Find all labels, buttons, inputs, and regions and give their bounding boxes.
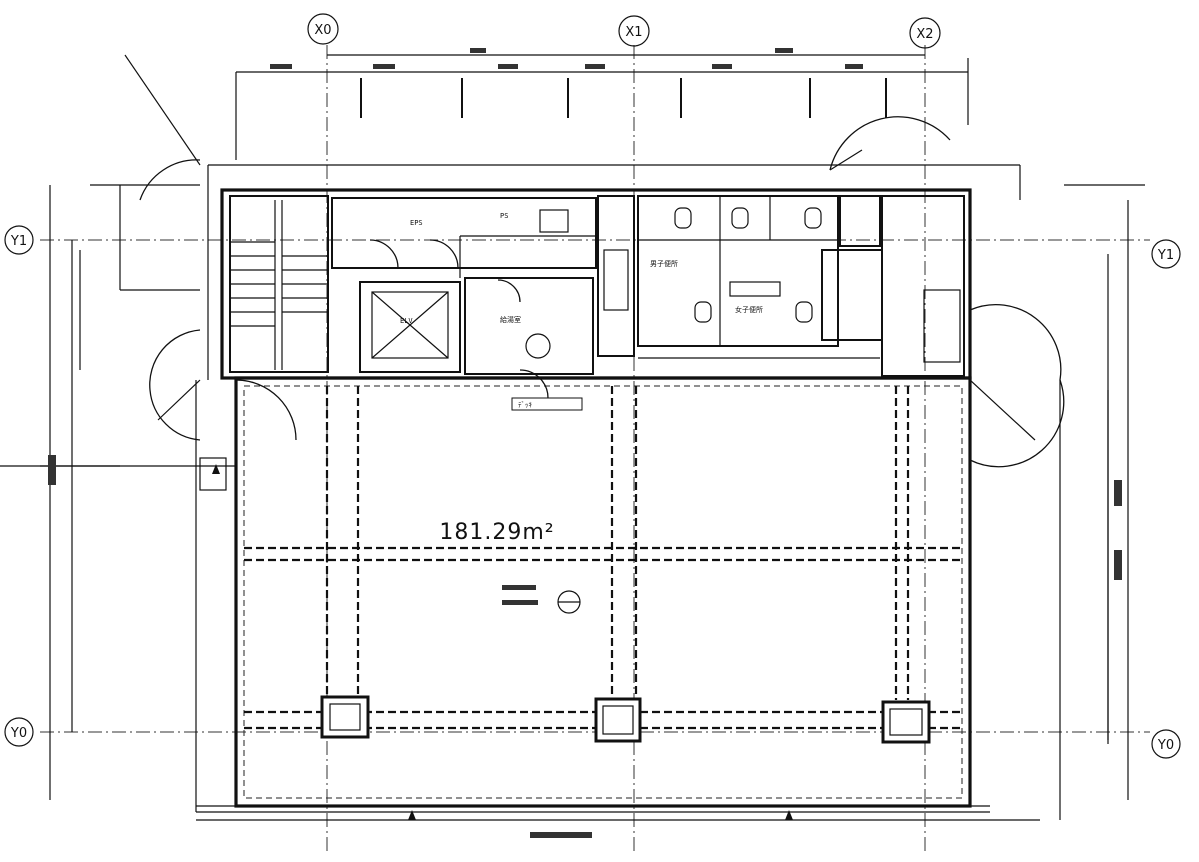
structural-columns	[320, 695, 931, 744]
grid-bubble-x2: X2	[909, 17, 941, 49]
grid-bubble-y1-left: Y1	[4, 225, 34, 255]
grid-bubble-y0-right: Y0	[1151, 729, 1181, 759]
svg-text:ﾃﾞｯｷ: ﾃﾞｯｷ	[518, 401, 532, 409]
grid-bubble-y1-right: Y1	[1151, 239, 1181, 269]
grid-bubble-y0-left: Y0	[4, 717, 34, 747]
grid-label-y1-right: Y1	[1157, 248, 1174, 263]
svg-text:給湯室: 給湯室	[500, 315, 521, 324]
grid-label-y0-left: Y0	[10, 726, 27, 741]
column-x0-y0	[320, 695, 370, 739]
svg-text:ELV: ELV	[400, 317, 413, 325]
grid-bubble-x1: X1	[618, 15, 650, 47]
core-rooms: ﾃﾞｯｷ EPS PS ELV 給湯室	[331, 195, 635, 411]
beam-lines	[244, 386, 962, 730]
grid-bubble-x0: X0	[307, 13, 339, 45]
svg-text:男子便所: 男子便所	[650, 259, 678, 268]
svg-text:EPS: EPS	[410, 219, 423, 227]
exterior-walls	[195, 164, 1021, 813]
grid-label-x2: X2	[916, 27, 933, 42]
dimension-lines	[40, 48, 1129, 821]
center-note-symbols	[502, 585, 581, 614]
svg-text:PS: PS	[500, 212, 508, 220]
grid-label-y1-left: Y1	[10, 234, 27, 249]
svg-text:女子便所: 女子便所	[735, 305, 763, 314]
grid-label-y0-right: Y0	[1157, 738, 1174, 753]
floor-area-label: 181.29m²	[439, 520, 554, 545]
site-lines	[0, 54, 1145, 838]
grid-label-x1: X1	[625, 25, 642, 40]
stairway	[229, 195, 329, 373]
grid-label-x0: X0	[314, 23, 331, 38]
toilet-rooms: 男子便所 女子便所	[637, 195, 965, 377]
